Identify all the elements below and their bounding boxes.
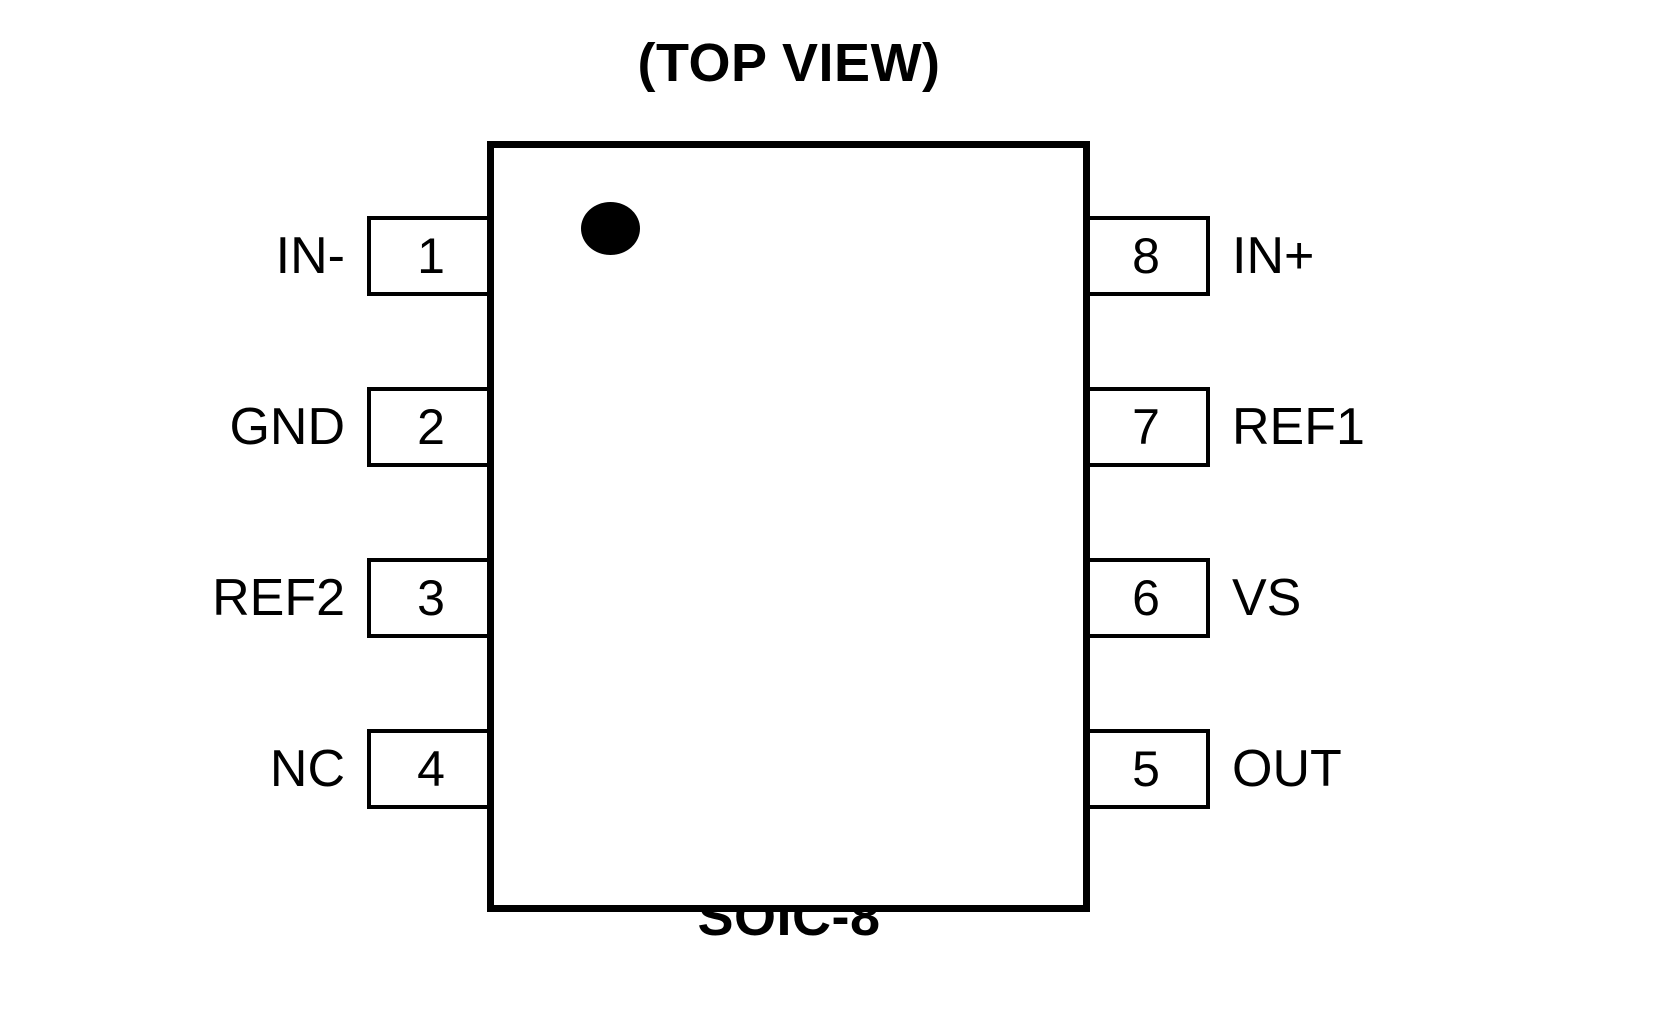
pin-box-2: 2 [367, 387, 495, 467]
pin-box-6: 6 [1082, 558, 1210, 638]
page-title: (TOP VIEW) [637, 33, 941, 93]
pin-label-8: IN+ [1232, 227, 1315, 285]
pin-box-4: 4 [367, 729, 495, 809]
pin-row-3: REF2 3 [150, 558, 495, 638]
pin-box-1: 1 [367, 216, 495, 296]
pin-box-8: 8 [1082, 216, 1210, 296]
pin-row-5: 5 OUT [1082, 729, 1502, 809]
pin-row-6: 6 VS [1082, 558, 1502, 638]
pin-label-6: VS [1232, 569, 1302, 627]
pin-row-2: GND 2 [150, 387, 495, 467]
pin-1-dot-icon [581, 202, 640, 255]
pin-row-7: 7 REF1 [1082, 387, 1502, 467]
pin-row-1: IN- 1 [150, 216, 495, 296]
pin-label-3: REF2 [212, 569, 345, 627]
pin-box-5: 5 [1082, 729, 1210, 809]
pin-row-8: 8 IN+ [1082, 216, 1502, 296]
pin-box-7: 7 [1082, 387, 1210, 467]
pin-label-7: REF1 [1232, 398, 1365, 456]
pin-label-1: IN- [275, 227, 345, 285]
pin-box-3: 3 [367, 558, 495, 638]
pin-label-4: NC [269, 740, 345, 798]
pin-row-4: NC 4 [150, 729, 495, 809]
package-body-outline [487, 141, 1090, 912]
pin-label-5: OUT [1232, 740, 1342, 798]
pin-label-2: GND [229, 398, 345, 456]
